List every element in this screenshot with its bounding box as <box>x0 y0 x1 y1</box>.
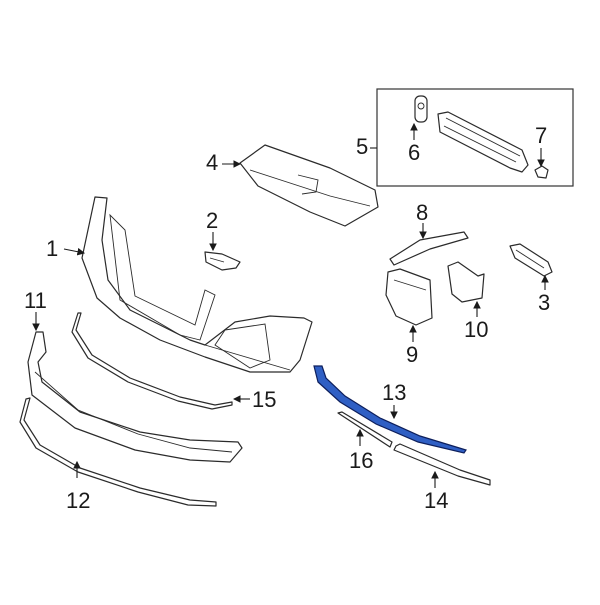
callout-16[interactable]: 16 <box>349 448 374 473</box>
part-2-bracket[interactable] <box>204 251 241 271</box>
part-9-bracket[interactable] <box>385 268 433 326</box>
callout-15[interactable]: 15 <box>252 387 277 412</box>
callout-9[interactable]: 9 <box>406 342 419 367</box>
callout-7[interactable]: 7 <box>535 123 548 148</box>
callout-8[interactable]: 8 <box>416 200 429 225</box>
callout-3[interactable]: 3 <box>538 290 551 315</box>
leader-lines <box>32 122 549 488</box>
callout-13[interactable]: 13 <box>382 380 407 405</box>
callout-2[interactable]: 2 <box>206 208 219 233</box>
part-3-bracket[interactable] <box>509 243 553 277</box>
part-10-bracket[interactable] <box>447 261 485 303</box>
callout-11[interactable]: 11 <box>24 288 47 313</box>
callout-10[interactable]: 10 <box>464 317 489 342</box>
part-5-radiator-support-guide[interactable] <box>437 111 529 173</box>
callout-5[interactable]: 5 <box>356 134 369 159</box>
callout-14[interactable]: 14 <box>424 488 449 513</box>
callout-6[interactable]: 6 <box>408 140 421 165</box>
callout-12[interactable]: 12 <box>66 488 91 513</box>
part-11-lower-valance[interactable] <box>27 331 243 463</box>
part-7-clip[interactable] <box>534 165 549 179</box>
callout-4[interactable]: 4 <box>206 150 219 175</box>
part-6-clip[interactable] <box>414 95 428 123</box>
part-13-molding-highlighted[interactable] <box>313 365 467 454</box>
part-1-bumper-cover[interactable] <box>81 196 313 373</box>
part-12-strip[interactable] <box>19 397 217 507</box>
callout-1[interactable]: 1 <box>46 236 59 261</box>
part-4-upper-cover[interactable] <box>239 144 379 227</box>
part-8-bracket[interactable] <box>389 231 469 266</box>
part-14-strip[interactable] <box>393 443 491 486</box>
part-15-strip[interactable] <box>71 312 233 410</box>
inset-group-5 <box>376 88 574 187</box>
part-16-strip[interactable] <box>337 411 393 448</box>
